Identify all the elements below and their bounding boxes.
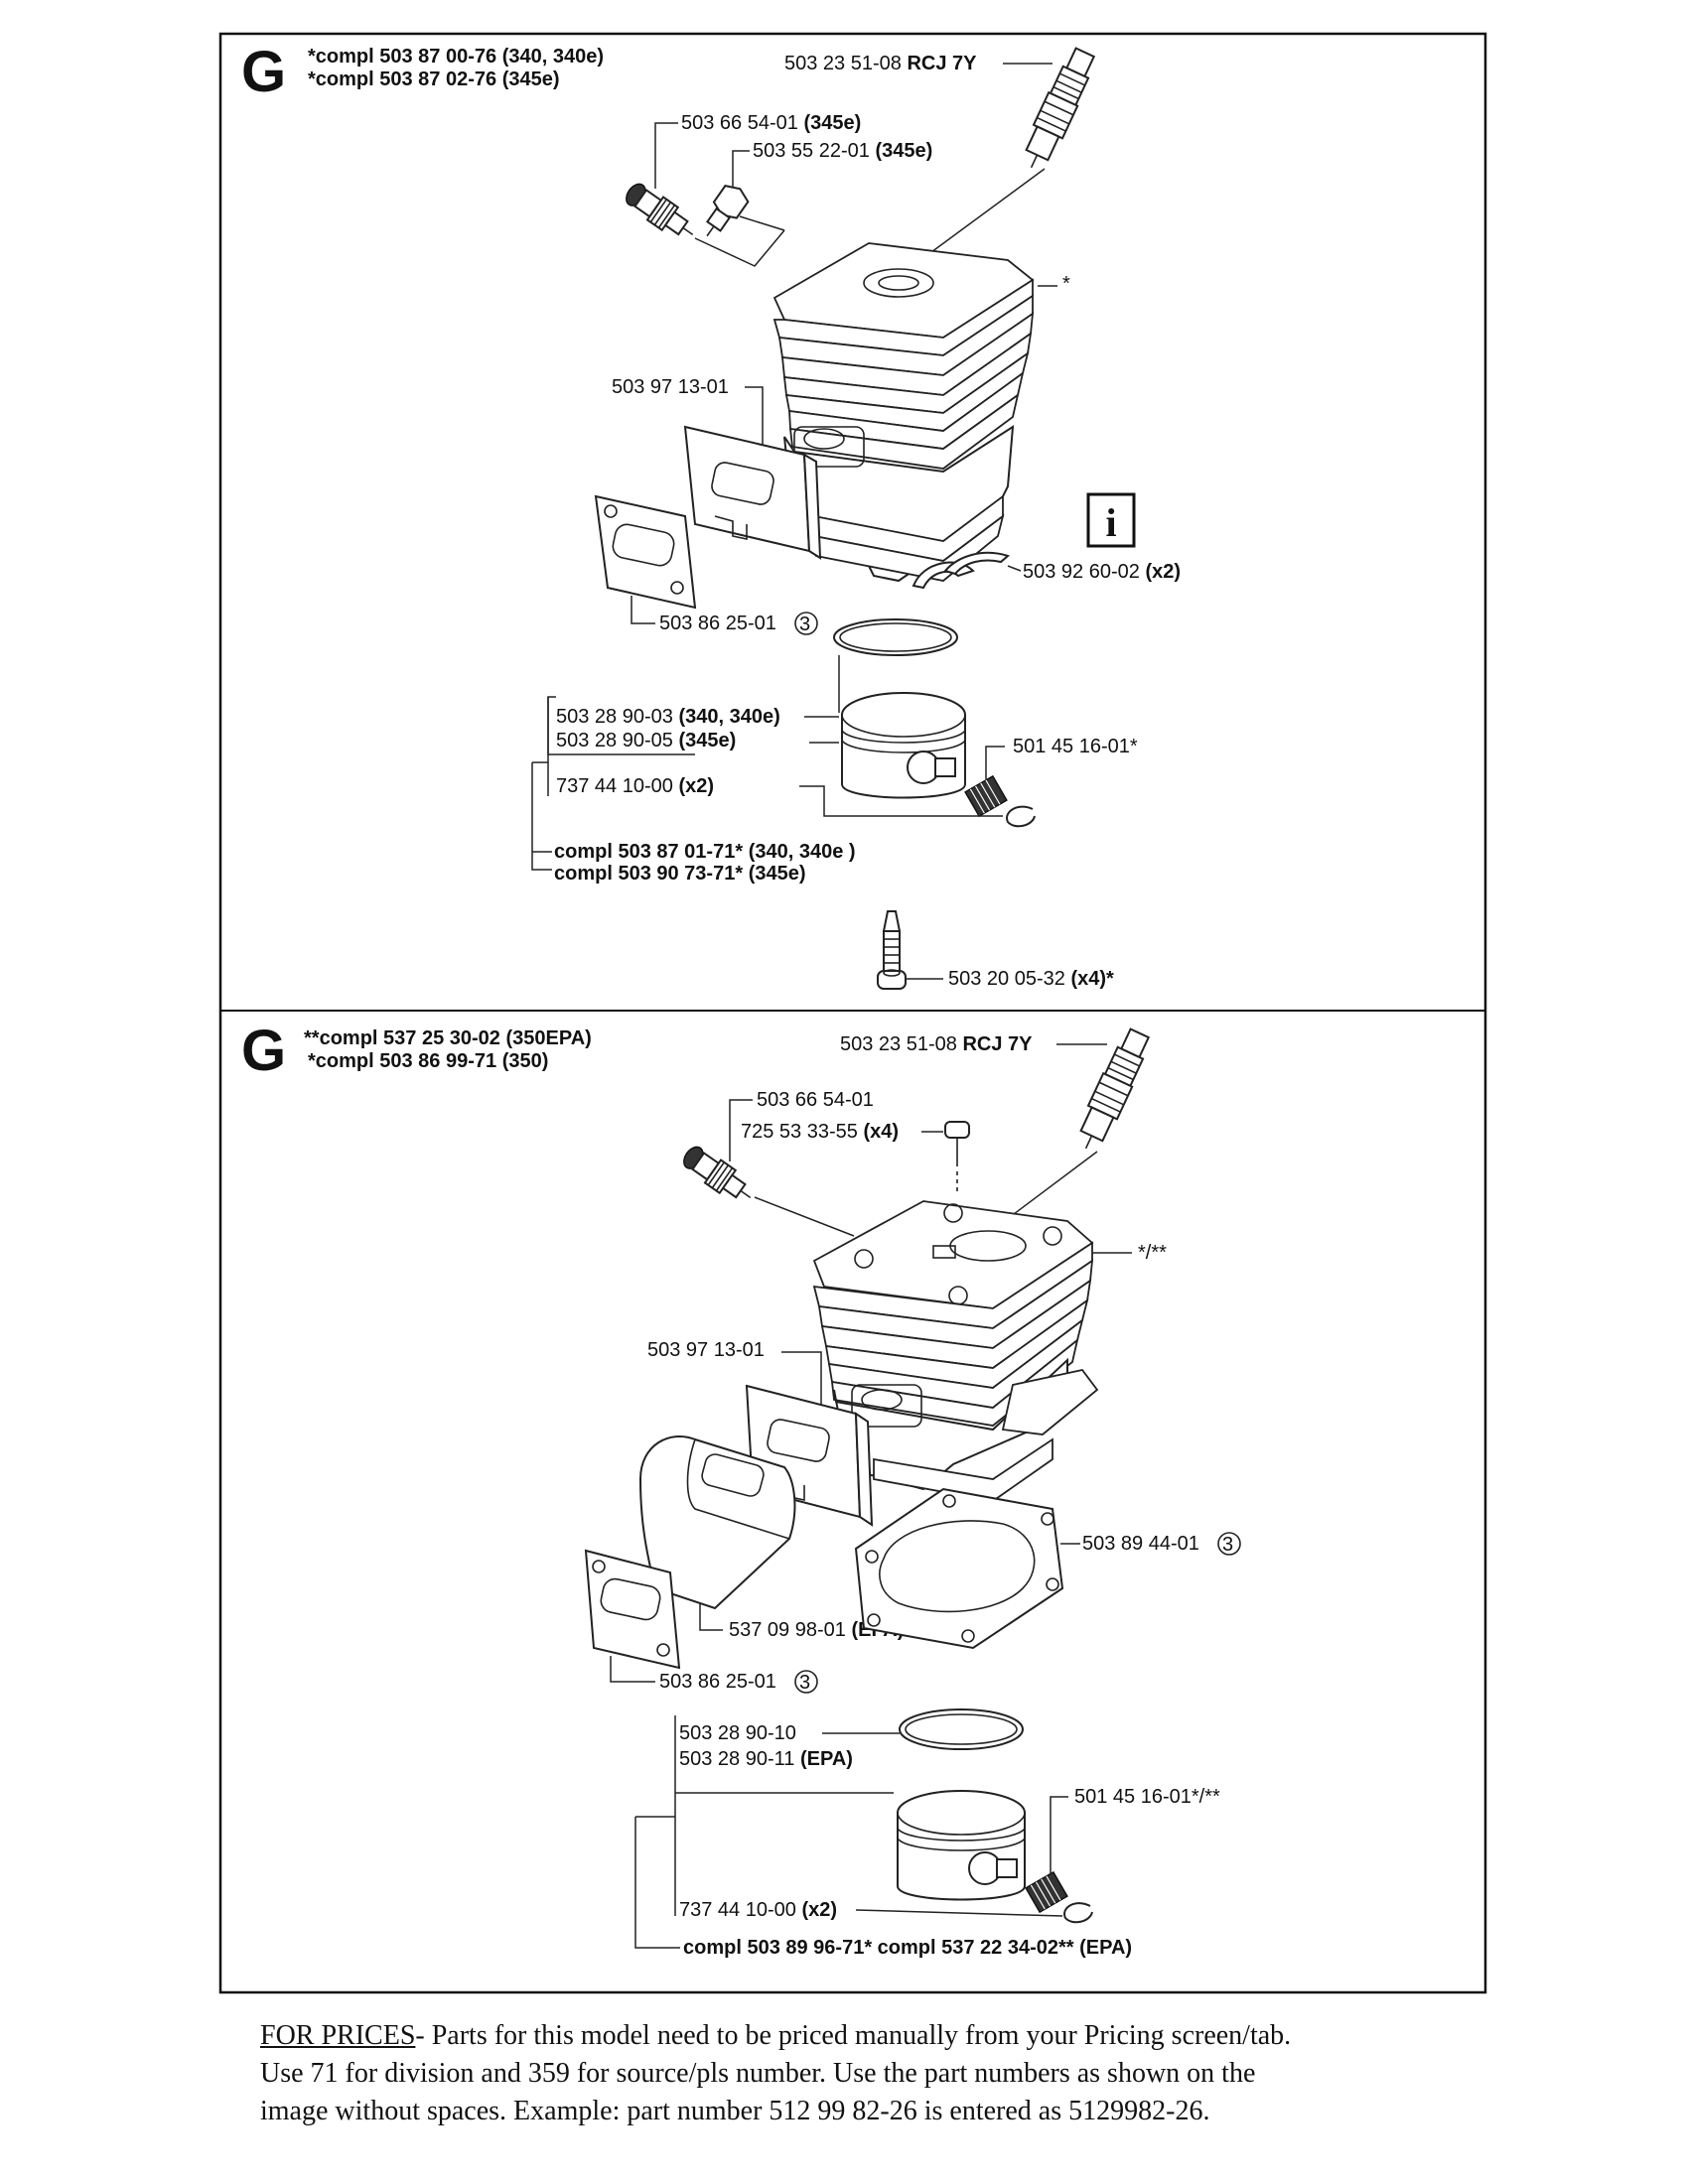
bottom-piston-compl: compl 503 89 96-71* compl 537 22 34-02**…: [683, 1937, 1132, 1959]
bottom-base-gasket-circled-3: 3: [1222, 1534, 1233, 1556]
outer-frame: [218, 32, 1487, 1994]
top-compl-2: *compl 503 87 02-76 (345e): [308, 68, 560, 90]
top-piston-compl-2: compl 503 90 73-71* (345e): [554, 863, 806, 885]
bottom-spark-plug-icon: [1079, 1027, 1151, 1150]
bottom-piston-ring-icon: [899, 1708, 1024, 1750]
bottom-valve-label: 503 66 54-01: [757, 1089, 874, 1111]
bottom-section-letter: G: [241, 1019, 286, 1083]
bottom-gasket-2-leader: [610, 1656, 655, 1683]
bottom-gasket-1-leader: [781, 1351, 822, 1430]
top-plug-to-cylinder: [739, 215, 785, 231]
svg-text:i: i: [1105, 500, 1116, 545]
bottom-circlip-label: 737 44 10-00 (x2): [679, 1899, 837, 1921]
pricing-note: FOR PRICES- Parts for this model need to…: [260, 2017, 1551, 2130]
top-circlip-icon: [1006, 805, 1036, 828]
top-clip-label: 503 92 60-02 (x2): [1023, 561, 1181, 583]
top-valve-leader: [654, 122, 678, 189]
bottom-piston-ring-2-label: 503 28 90-11 (EPA): [679, 1748, 853, 1770]
bottom-compl-2: *compl 503 86 99-71 (350): [308, 1050, 548, 1072]
bottom-base-gasket-circle: [1217, 1532, 1241, 1556]
pricing-note-line-3: image without spaces. Example: part numb…: [260, 2096, 1210, 2126]
top-gasket-1-leader: [745, 386, 764, 467]
top-clip-leader: [1007, 565, 1022, 572]
top-compl-1: *compl 503 87 00-76 (340, 340e): [308, 46, 604, 68]
top-cylinder-ref: *: [1062, 273, 1070, 295]
top-piston-2-label: 503 28 90-05 (345e): [556, 730, 736, 751]
top-plug-screw-icon: [705, 185, 750, 237]
bottom-decomp-valve-icon: [683, 1146, 752, 1199]
top-piston-compl-1: compl 503 87 01-71* (340, 340e ): [554, 841, 856, 863]
bottom-base-gasket-icon: [854, 1487, 1064, 1650]
top-screw-label: 503 20 05-32 (x4)*: [948, 968, 1114, 990]
pricing-note-line-2: Use 71 for division and 359 for source/p…: [260, 2058, 1256, 2089]
top-gasket-1-label: 503 97 13-01: [612, 376, 729, 398]
bottom-piston-icon: [897, 1790, 1026, 1901]
bottom-cylinder-icon: [812, 1200, 1099, 1502]
top-decomp-valve-icon: [626, 183, 694, 236]
top-outer-bracket: [532, 696, 556, 763]
top-circlip-leader: [799, 785, 1003, 817]
top-valve-label: 503 66 54-01 (345e): [681, 112, 861, 134]
bottom-spark-plug-label: 503 23 51-08 RCJ 7Y: [840, 1033, 1033, 1055]
bottom-cylinder-ref: */**: [1138, 1242, 1167, 1264]
bottom-gasket-2-icon: [584, 1549, 681, 1670]
bottom-gasket-2-circle: [794, 1670, 818, 1694]
pricing-note-lead: FOR PRICES: [260, 2020, 416, 2051]
top-plug-label: 503 55 22-01 (345e): [753, 140, 932, 162]
top-gasket-1-icon: [683, 425, 822, 560]
bottom-bearing-leader: [1050, 1796, 1068, 1874]
bottom-piston-ring-1-label: 503 28 90-10: [679, 1722, 796, 1744]
top-gasket-2-label: 503 86 25-01: [659, 613, 776, 634]
top-circlip-label: 737 44 10-00 (x2): [556, 775, 714, 797]
bottom-bearing-label: 501 45 16-01*/**: [1074, 1786, 1220, 1808]
top-gasket-2-circled-3: 3: [799, 614, 810, 635]
top-section-letter: G: [241, 40, 286, 104]
bottom-heat-shield-icon: [638, 1434, 796, 1610]
bottom-heat-shield-leader: [699, 1603, 723, 1631]
bottom-gasket-2-circled-3: 3: [799, 1672, 810, 1694]
top-gasket-2-icon: [594, 494, 697, 610]
bottom-base-gasket-label: 503 89 44-01: [1082, 1533, 1199, 1555]
top-piston-1-label: 503 28 90-03 (340, 340e): [556, 706, 780, 728]
bottom-section: G **compl 537 25 30-02 (350EPA) *compl 5…: [241, 1019, 1241, 1959]
bottom-valve-leader: [729, 1099, 753, 1161]
top-cylinder-icon: [772, 242, 1035, 590]
top-section: G *compl 503 87 00-76 (340, 340e) *compl…: [241, 40, 1181, 990]
top-clip-icon: [943, 551, 1011, 576]
bottom-gasket-2-label: 503 86 25-01: [659, 1671, 776, 1693]
bottom-screw-label: 725 53 33-55 (x4): [741, 1121, 899, 1143]
top-plug-leader: [732, 150, 750, 187]
bottom-bearing-icon: [1025, 1870, 1068, 1914]
bottom-circlip-icon: [1063, 1902, 1093, 1924]
top-spark-plug-icon: [1025, 47, 1096, 169]
top-gasket-2-circle: [794, 612, 818, 635]
top-piston-icon: [841, 692, 966, 799]
top-screw-icon: [877, 910, 907, 990]
top-valve-to-cylinder: [694, 229, 785, 267]
top-bearing-leader: [985, 746, 1005, 779]
bottom-compl-1: **compl 537 25 30-02 (350EPA): [304, 1027, 592, 1049]
bottom-screw-icon: [944, 1121, 970, 1191]
top-spark-plug-label: 503 23 51-08 RCJ 7Y: [784, 53, 977, 74]
top-bearing-icon: [964, 774, 1008, 818]
bottom-valve-to-cylinder: [754, 1196, 855, 1237]
top-bearing-label: 501 45 16-01*: [1013, 736, 1138, 757]
top-piston-ring-icon: [833, 618, 958, 656]
top-gasket-2-leader: [631, 596, 655, 624]
top-info-icon: i: [1086, 492, 1136, 548]
bottom-circlip-leader: [855, 1909, 1063, 1917]
pricing-note-line-1: - Parts for this model need to be priced…: [415, 2020, 1292, 2051]
bottom-gasket-1-label: 503 97 13-01: [647, 1339, 765, 1361]
